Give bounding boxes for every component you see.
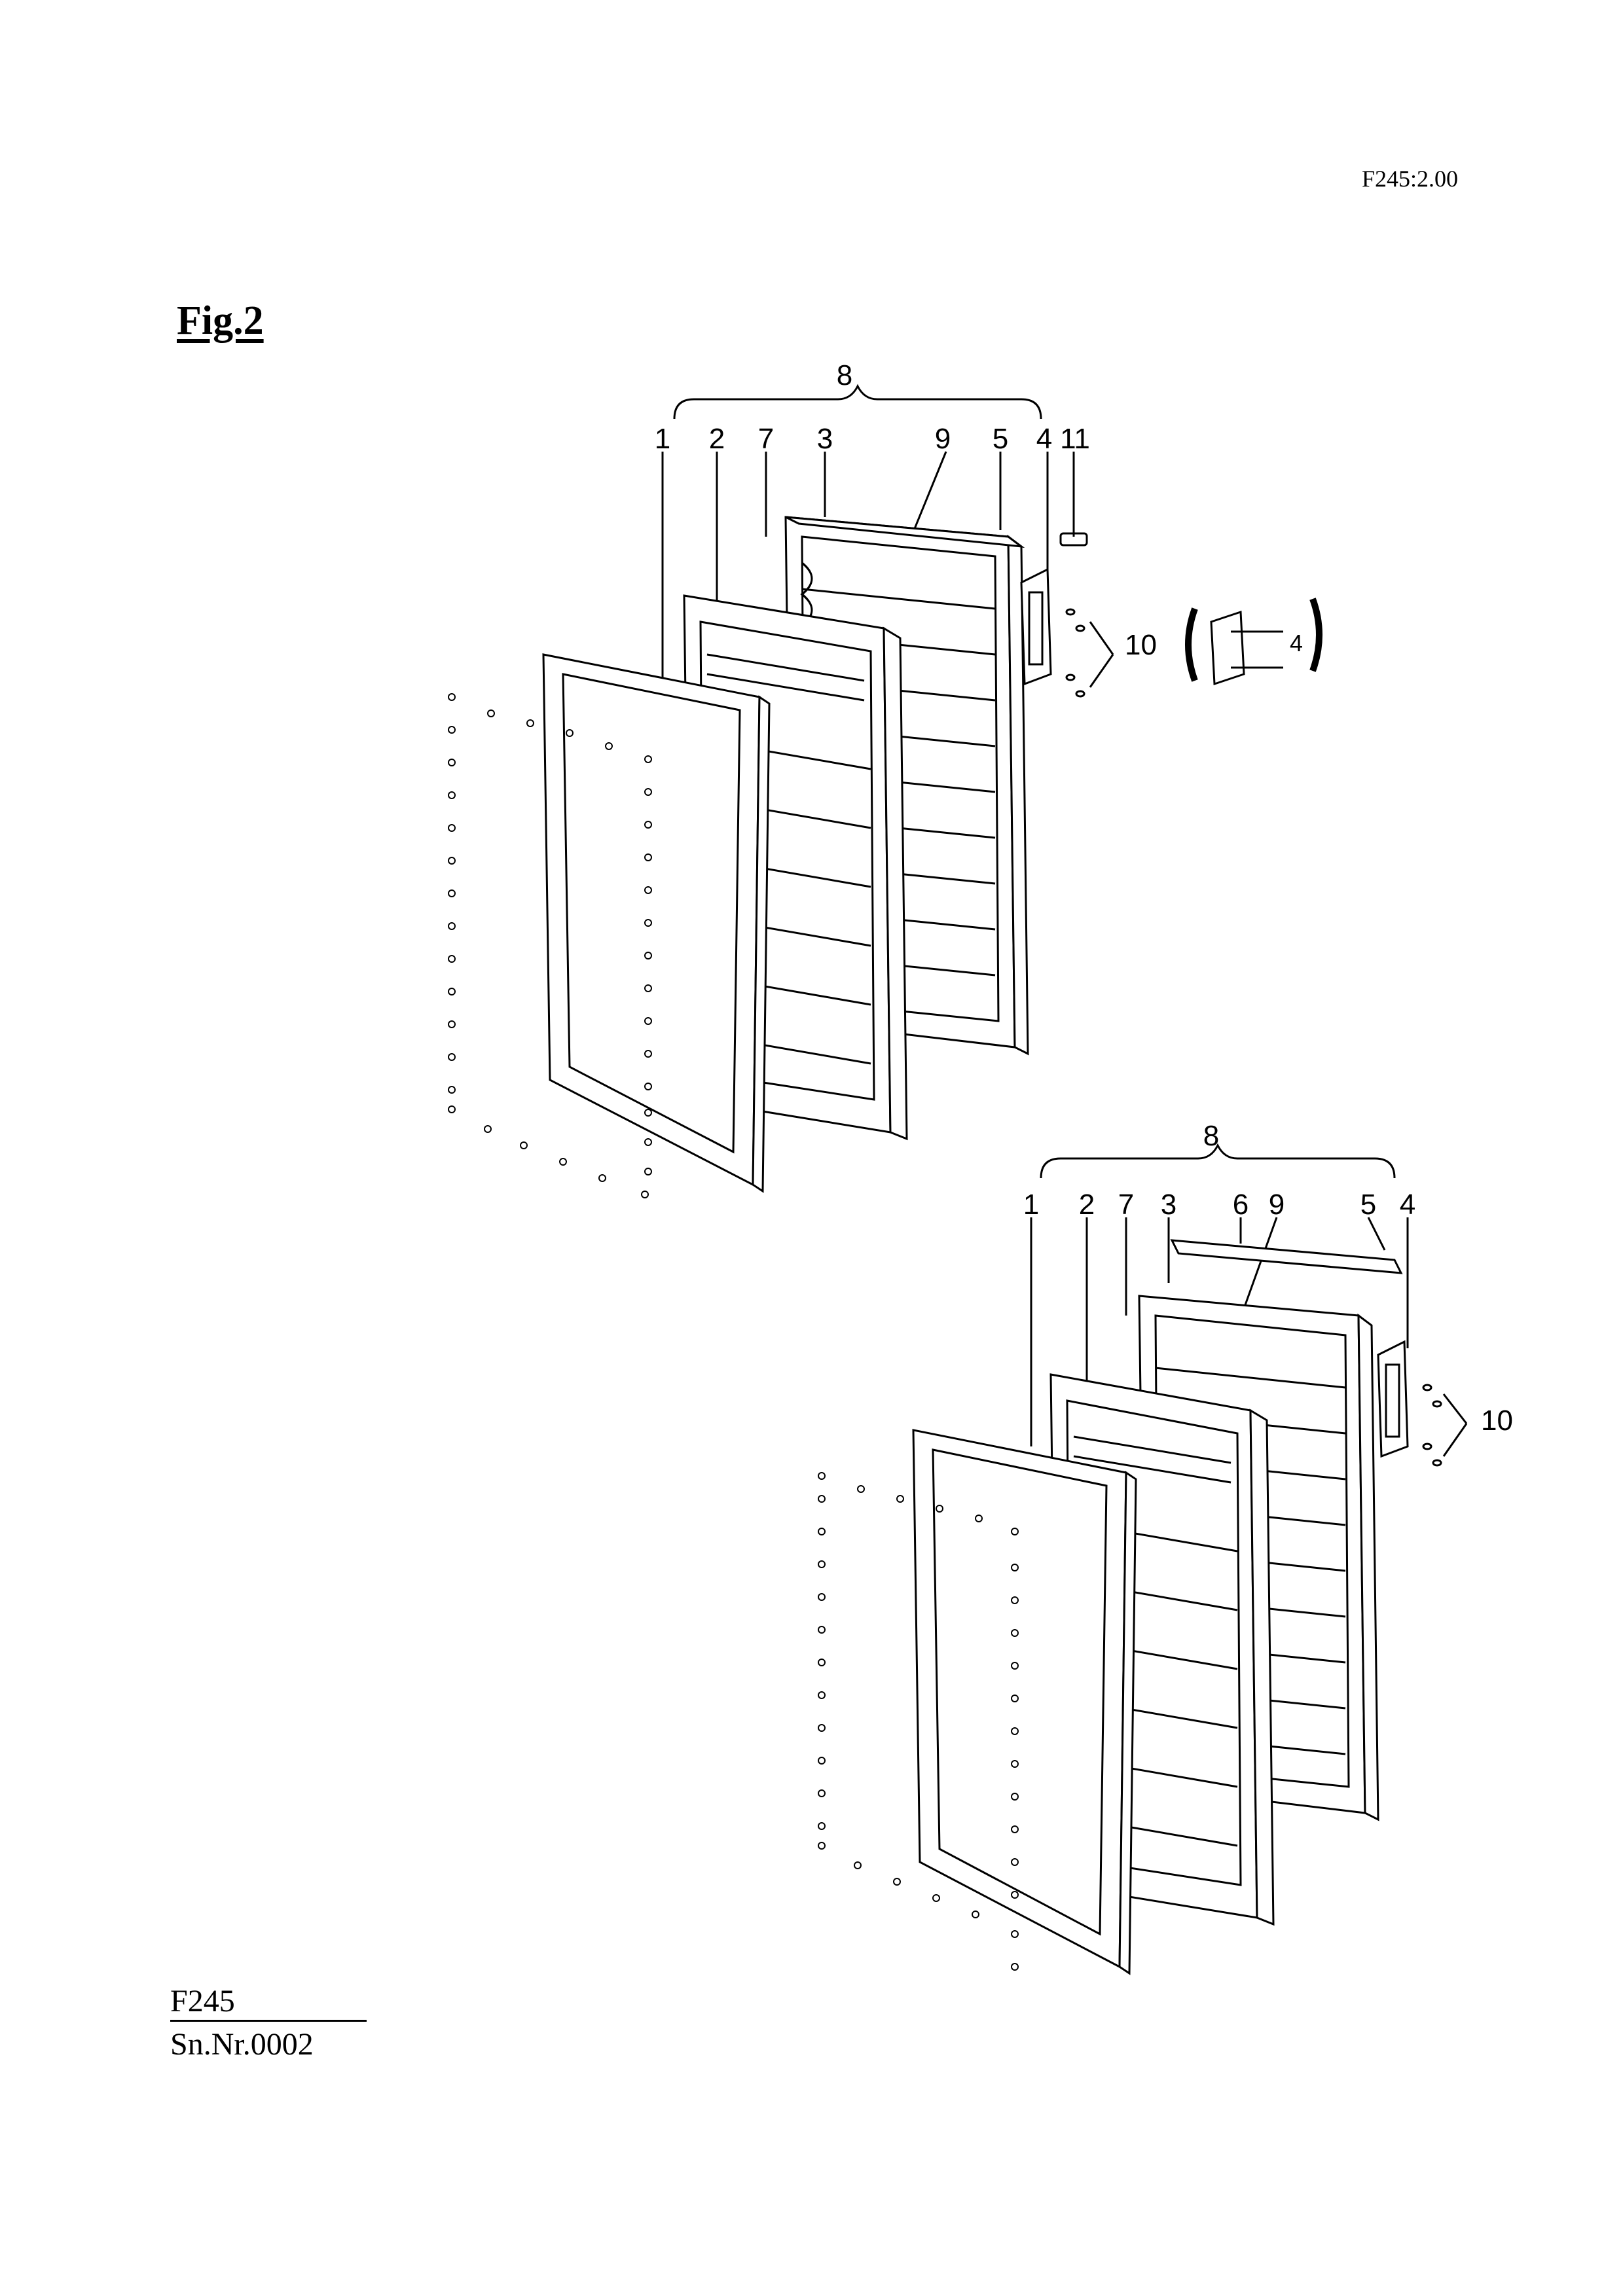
upper-label-10: 10 — [1125, 629, 1157, 661]
model-number: F245 — [170, 1983, 367, 2022]
upper-label-5: 5 — [993, 423, 1008, 455]
serial-number: Sn.Nr.0002 — [170, 2027, 314, 2062]
upper-label-7: 7 — [758, 423, 774, 455]
lower-label-7: 7 — [1118, 1189, 1134, 1221]
upper-fasteners — [448, 693, 652, 1198]
lower-brace-8 — [1040, 1143, 1396, 1179]
upper-outer-frame — [542, 653, 771, 1193]
upper-label-8: 8 — [837, 359, 852, 391]
lower-screws-10 — [1422, 1384, 1442, 1467]
lower-label-3: 3 — [1161, 1189, 1176, 1221]
lower-label-4: 4 — [1400, 1189, 1415, 1221]
document-code: F245:2.00 — [1362, 166, 1459, 192]
upper-label-11: 11 — [1060, 423, 1090, 455]
lower-label-6: 6 — [1233, 1189, 1249, 1221]
upper-label-1: 1 — [655, 423, 670, 455]
upper-label-9: 9 — [935, 423, 951, 455]
lower-top-strip-6 — [1170, 1239, 1403, 1274]
upper-label-4: 4 — [1036, 423, 1052, 455]
upper-screws-10 — [1065, 608, 1085, 698]
lower-label-2: 2 — [1079, 1189, 1095, 1221]
lower-label-5: 5 — [1360, 1189, 1376, 1221]
lower-assembly — [818, 1143, 1468, 1975]
upper-label-3: 3 — [817, 423, 833, 455]
lower-labels: 8 1 2 7 3 6 9 5 4 10 — [1023, 1120, 1513, 1437]
alternate-handle-4 — [1185, 598, 1322, 686]
lower-label-1: 1 — [1023, 1189, 1039, 1221]
lower-handle-4 — [1377, 1340, 1409, 1458]
upper-brace-8 — [673, 384, 1042, 420]
upper-label-2: 2 — [709, 423, 725, 455]
lower-label-9: 9 — [1269, 1189, 1285, 1221]
lower-fasteners — [818, 1472, 1019, 1971]
upper-handle-4 — [1020, 567, 1052, 686]
lower-label-10: 10 — [1481, 1405, 1513, 1437]
upper-assembly — [448, 384, 1322, 1198]
alt-label-4: 4 — [1290, 630, 1303, 656]
figure-title: Fig.2 — [177, 298, 264, 343]
upper-labels: 8 1 2 7 3 9 5 4 11 10 4 — [655, 359, 1303, 661]
lower-outer-frame — [912, 1429, 1137, 1975]
upper-cap-11 — [1059, 532, 1088, 547]
lower-label-8: 8 — [1203, 1120, 1219, 1152]
